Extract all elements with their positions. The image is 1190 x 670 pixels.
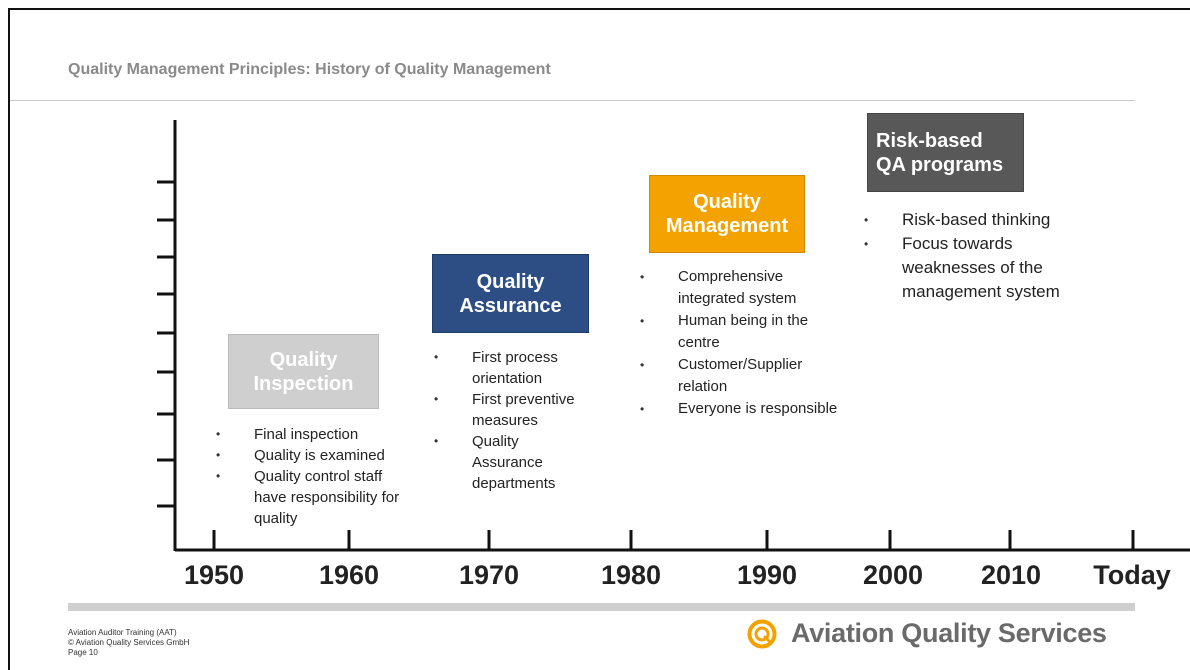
slide-frame (8, 8, 1190, 670)
era-box-quality-inspection: Quality Inspection (228, 334, 379, 409)
list-item: First preventive measures (432, 389, 592, 431)
list-item: Human being in the centre (638, 310, 843, 354)
year-label-1970: 1970 (458, 560, 520, 590)
risk-based-qa-bullets: Risk-based thinking Focus towards weakne… (862, 208, 1062, 304)
era-box-quality-management: Quality Management (649, 175, 805, 253)
vertical-axis-ticks (157, 180, 175, 508)
year-label-1960: 1960 (318, 560, 380, 590)
era-title: Quality Management (665, 191, 789, 237)
footer-line: Aviation Auditor Training (AAT) (68, 628, 177, 637)
footer-line: © Aviation Quality Services GmbH (68, 638, 190, 647)
list-item: Comprehensive integrated system (638, 266, 843, 310)
year-label-1990: 1990 (736, 560, 798, 590)
era-box-quality-assurance: Quality Assurance (432, 254, 589, 333)
era-title: Quality Assurance (459, 270, 562, 317)
list-item: Final inspection (214, 424, 414, 445)
list-item: Customer/Supplier relation (638, 354, 843, 398)
era-title: Quality Inspection (253, 348, 354, 395)
slide-title: Quality Management Principles: History o… (68, 61, 551, 78)
list-item: Focus towards weaknesses of the manageme… (862, 232, 1062, 304)
horizontal-axis-ticks (212, 530, 1135, 550)
footer-info: Aviation Auditor Training (AAT) © Aviati… (68, 628, 189, 658)
brand-name: Aviation Quality Services (791, 618, 1107, 648)
list-item: Risk-based thinking (862, 208, 1062, 232)
era-box-risk-based-qa: Risk-based QA programs (867, 113, 1024, 192)
quality-assurance-bullets: First process orientation First preventi… (432, 347, 592, 494)
list-item: Quality is examined (214, 445, 414, 466)
footer-divider (68, 603, 1135, 611)
year-label-2000: 2000 (862, 560, 924, 590)
list-item: First process orientation (432, 347, 592, 389)
list-item: Quality Assurance departments (432, 431, 592, 494)
era-title: Risk-based QA programs (876, 129, 1004, 176)
year-label-1950: 1950 (183, 560, 245, 590)
footer-line: Page 10 (68, 648, 98, 657)
quality-inspection-bullets: Final inspection Quality is examined Qua… (214, 424, 414, 529)
year-label-today: Today (1093, 560, 1171, 590)
list-item: Quality control staff have responsibilit… (214, 466, 414, 529)
quality-management-bullets: Comprehensive integrated system Human be… (638, 266, 843, 420)
year-label-2010: 2010 (980, 560, 1042, 590)
brand-logo: Aviation Quality Services (747, 618, 1107, 649)
list-item: Everyone is responsible (638, 398, 843, 420)
aqs-logo-icon (747, 619, 777, 648)
title-divider (10, 100, 1135, 101)
year-label-1980: 1980 (600, 560, 662, 590)
